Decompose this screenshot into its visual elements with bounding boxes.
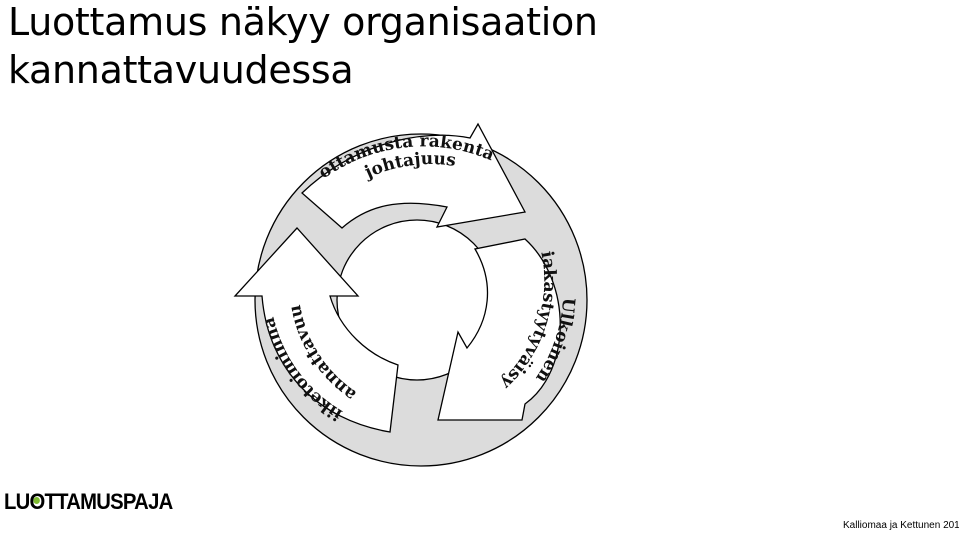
logo-mark-icon: O	[29, 489, 46, 514]
arrow-profitability	[233, 227, 399, 433]
title-line-1: Luottamus näkyy organisaation	[8, 0, 598, 44]
slide-title: Luottamus näkyy organisaation kannattavu…	[8, 0, 598, 94]
title-line-2: kannattavuudessa	[8, 48, 354, 92]
logo-text-start: LU	[4, 489, 30, 514]
logo-text-end: TTAMUSPAJA	[44, 489, 174, 514]
luottamuspaja-logo: LUOTTAMUSPAJA	[4, 489, 174, 515]
arrow-leadership	[301, 122, 526, 229]
slide-credit: Kalliomaa ja Kettunen 2010	[843, 520, 959, 531]
arrow-customer-satisfaction	[437, 238, 561, 421]
